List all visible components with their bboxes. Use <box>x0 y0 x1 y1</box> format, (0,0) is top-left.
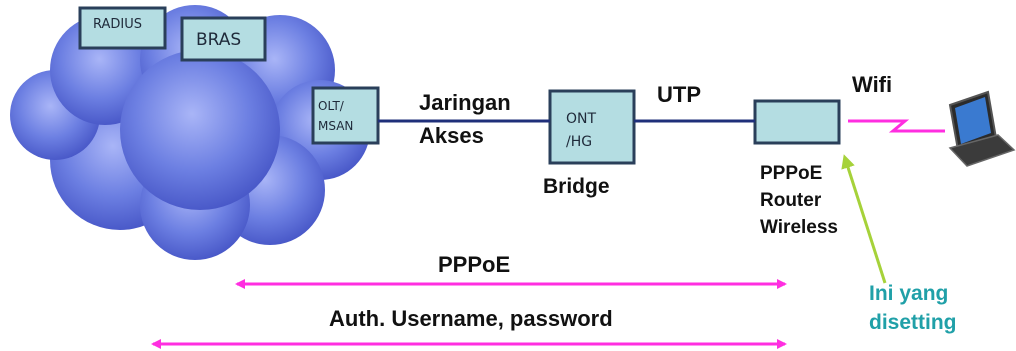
ont-hg-box <box>548 89 636 165</box>
ont-hg-label-line2: /HG <box>566 134 593 150</box>
wifi-link-line <box>848 119 945 133</box>
router-box <box>753 99 841 145</box>
radius-box <box>78 6 167 50</box>
utp-label: UTP <box>657 82 701 107</box>
olt-msan-label-line1: OLT/ <box>318 99 344 113</box>
access-network-label-line2: Akses <box>419 123 484 148</box>
access-network-label-line1: Jaringan <box>419 90 511 115</box>
callout-label-line2: disetting <box>869 311 957 334</box>
router-caption-line1: PPPoE <box>760 163 823 184</box>
router-caption-line2: Router <box>760 190 822 211</box>
olt-msan-box <box>311 86 380 145</box>
bras-box <box>180 16 267 62</box>
bras-label: BRAS <box>196 30 242 50</box>
router-caption-line3: Wireless <box>760 217 838 238</box>
bridge-label: Bridge <box>543 175 610 198</box>
laptop-icon <box>948 90 1016 167</box>
callout-arrow <box>841 154 887 284</box>
pppoe-span-label: PPPoE <box>438 252 511 277</box>
ont-hg-label-line1: ONT <box>566 111 597 127</box>
wifi-label: Wifi <box>852 72 893 97</box>
radius-label: RADIUS <box>93 17 143 32</box>
callout-label-line1: Ini yang <box>869 282 949 305</box>
auth-span-label: Auth. Username, password <box>329 306 613 331</box>
olt-msan-label-line2: MSAN <box>318 119 354 133</box>
